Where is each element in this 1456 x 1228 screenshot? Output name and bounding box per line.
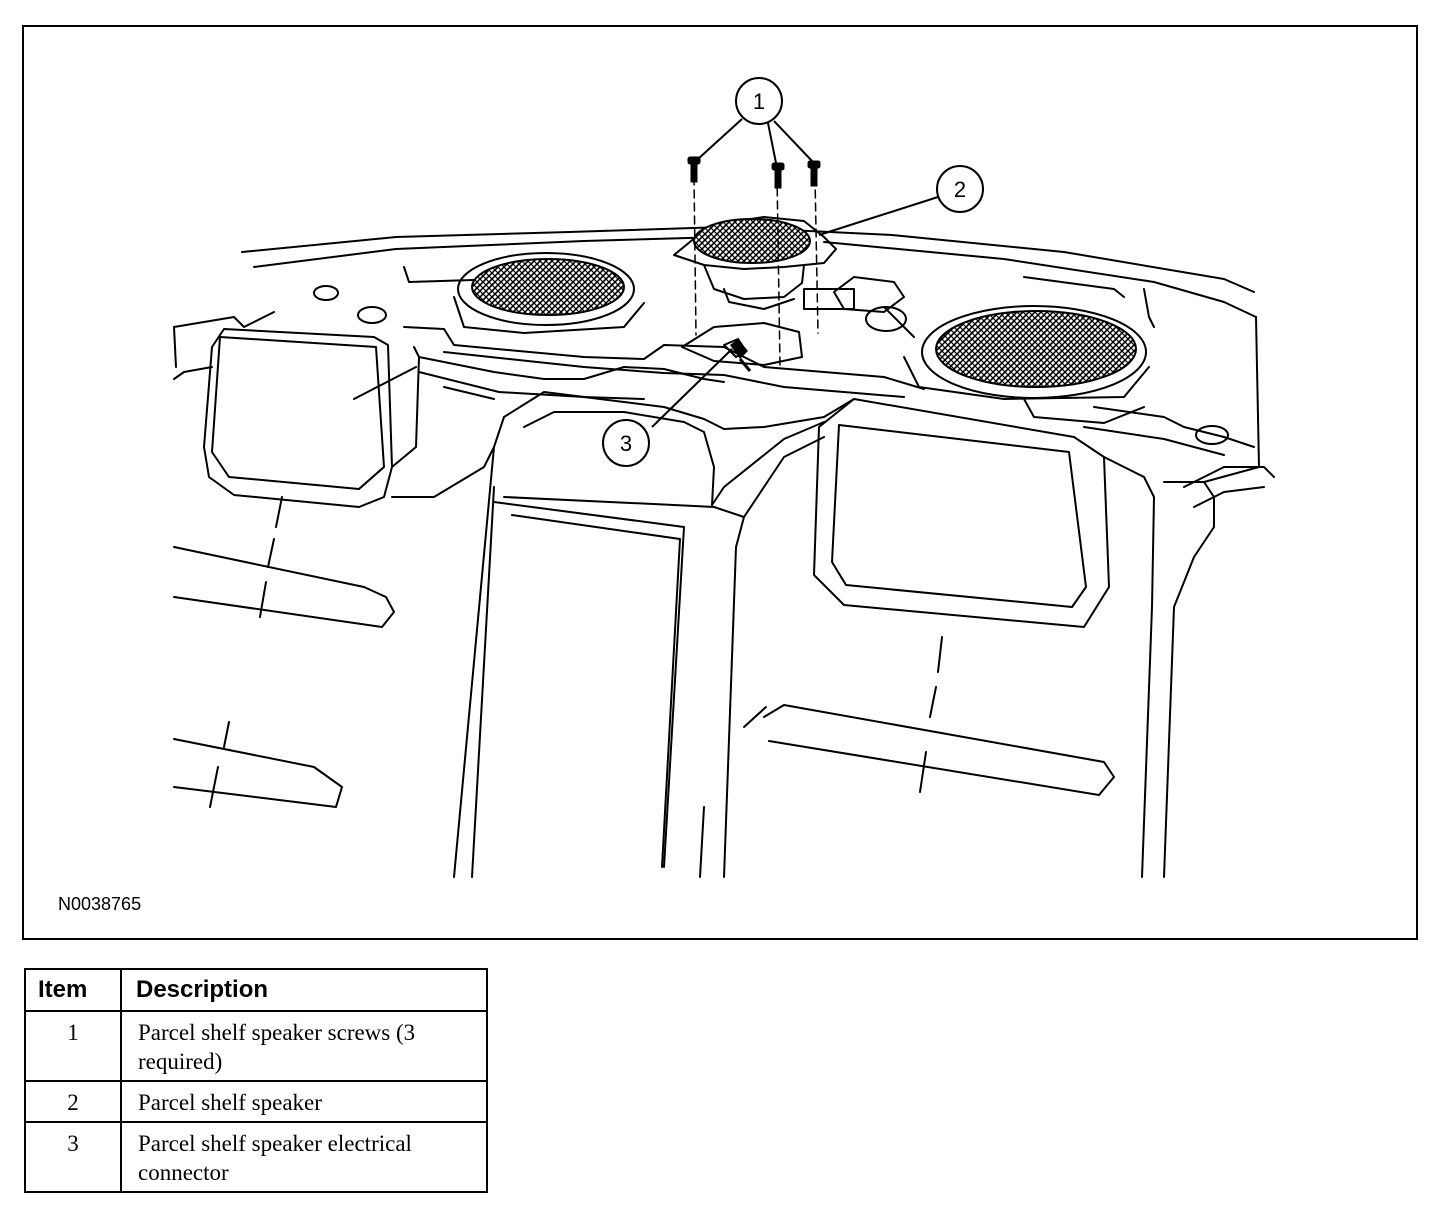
legend-header-description: Description: [120, 968, 488, 1012]
speaker-installation-diagram: 1 2 3: [173, 77, 1275, 878]
legend-item-description: Parcel shelf speaker: [120, 1080, 488, 1123]
left-rear-speaker: [453, 252, 645, 334]
legend-item-number: 3: [24, 1121, 122, 1193]
legend-item-number: 2: [24, 1080, 122, 1123]
legend-item-description: Parcel shelf speaker electrical connecto…: [120, 1121, 488, 1193]
table-row: 2 Parcel shelf speaker: [24, 1080, 488, 1123]
legend-header-row: Item Description: [24, 968, 488, 1012]
legend-header-item: Item: [24, 968, 122, 1012]
screw-icon: [771, 162, 785, 189]
electrical-connector-icon: [730, 339, 752, 372]
table-row: 1 Parcel shelf speaker screws (3 require…: [24, 1010, 488, 1082]
legend-item-description: Parcel shelf speaker screws (3 required): [120, 1010, 488, 1082]
callout-2: 2: [936, 165, 984, 213]
left-headrest: [203, 328, 393, 618]
figure-frame: 1 2 3 N0038765: [22, 25, 1418, 940]
parcel-shelf: [173, 226, 1260, 483]
callout-1: 1: [735, 77, 783, 125]
right-headrest: [813, 398, 1110, 793]
callout-3: 3: [602, 419, 650, 467]
table-row: 3 Parcel shelf speaker electrical connec…: [24, 1121, 488, 1193]
legend-item-number: 1: [24, 1010, 122, 1082]
screw-icon: [687, 156, 701, 183]
legend-table: Item Description 1 Parcel shelf speaker …: [24, 968, 488, 1193]
callout-2-label: 2: [954, 177, 966, 202]
center-parcel-shelf-speaker: [673, 216, 837, 310]
callout-3-label: 3: [620, 431, 632, 456]
callout-leaders: [651, 118, 939, 428]
callout-1-label: 1: [753, 89, 765, 114]
speaker-screws: [687, 156, 821, 189]
right-rear-speaker: [903, 305, 1150, 424]
rear-seat-back: [173, 346, 1275, 878]
figure-id-label: N0038765: [58, 894, 142, 914]
screw-icon: [807, 160, 821, 187]
screw-alignment-lines: [693, 174, 819, 366]
